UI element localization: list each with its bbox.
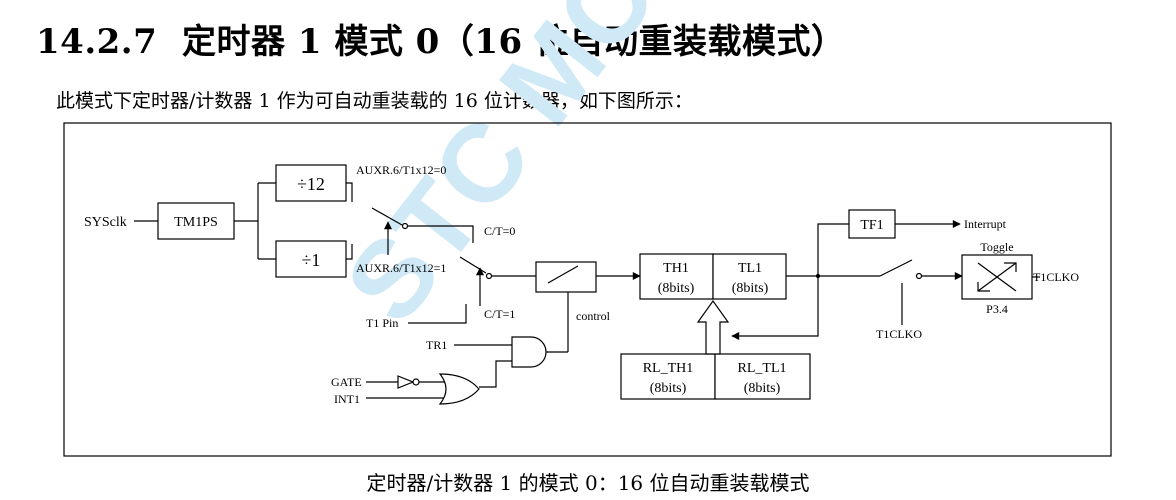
section-title: 定时器 1 模式 0（16 位自动重装载模式）	[182, 22, 846, 62]
div1-label: ÷1	[302, 250, 321, 270]
wire-reload-feedback	[731, 276, 819, 340]
rl-tl1-name: RL_TL1	[738, 361, 787, 376]
reload-arrow	[696, 299, 730, 355]
toggle-cross-2	[977, 262, 1017, 292]
toggle-arrow-1	[1004, 262, 1017, 272]
wire-div1-out	[346, 244, 353, 260]
gate-inverter-bubble	[412, 378, 420, 386]
sysclk-label: SYSclk	[84, 215, 127, 230]
rl-th1-name: RL_TH1	[643, 361, 694, 376]
wire-div12-out	[346, 182, 353, 202]
t1clko-out-label: T1CLKO	[1033, 270, 1079, 284]
tr1-label: TR1	[426, 338, 447, 352]
switch3-contact	[915, 272, 923, 280]
int1-label: INT1	[334, 392, 360, 406]
div1-block	[275, 240, 347, 278]
auxr-t1x12-0-label: AUXR.6/T1x12=0	[356, 163, 446, 177]
interrupt-label: Interrupt	[964, 217, 1007, 231]
switch3-blade	[879, 259, 913, 277]
ct1-label: C/T=1	[484, 307, 515, 321]
toggle-arrow-2	[977, 282, 990, 292]
control-switch-block	[535, 261, 597, 293]
section-number: 14.2.7	[36, 22, 158, 62]
rl-tl1-bits: (8bits)	[744, 381, 781, 396]
toggle-label: Toggle	[980, 240, 1013, 254]
wire-switch1-out	[408, 225, 474, 243]
div12-label: ÷12	[297, 174, 325, 194]
gate-label: GATE	[331, 375, 362, 389]
switch1-blade	[371, 207, 403, 226]
tf1-label: TF1	[860, 218, 883, 233]
tl1-bits: (8bits)	[732, 281, 769, 296]
tl1-block	[712, 253, 787, 300]
tf1-block	[848, 209, 896, 239]
tl1-name: TL1	[738, 261, 762, 276]
th1-name: TH1	[663, 261, 689, 276]
wire-or-to-and	[479, 360, 512, 388]
control-label: control	[576, 309, 611, 323]
or-gate	[438, 373, 480, 405]
t1clko-ctrl-label: T1CLKO	[876, 327, 922, 341]
diagram-frame	[63, 122, 1112, 457]
rl-tl1-block	[714, 353, 811, 400]
switch2-contact	[485, 272, 493, 280]
p34-label: P3.4	[986, 302, 1008, 316]
section-heading: 14.2.7 定时器 1 模式 0（16 位自动重装载模式）	[36, 14, 845, 63]
figure-caption: 定时器/计数器 1 的模式 0：16 位自动重装载模式	[366, 471, 810, 495]
gate-inverter	[397, 375, 415, 389]
intro-text: 此模式下定时器/计数器 1 作为可自动重装载的 16 位计数器，如下图所示：	[56, 90, 693, 112]
th1-bits: (8bits)	[658, 281, 695, 296]
ct0-label: C/T=0	[484, 224, 515, 238]
wire-t1pin	[408, 304, 467, 324]
rl-th1-bits: (8bits)	[650, 381, 687, 396]
wire-to-tf1	[817, 223, 849, 276]
and-gate	[511, 336, 547, 368]
control-switch-blade	[547, 265, 579, 284]
auxr-t1x12-1-label: AUXR.6/T1x12=1	[356, 261, 446, 275]
t1pin-label: T1 Pin	[366, 316, 398, 330]
switch1-contact	[401, 222, 409, 230]
tm1ps-label: TM1PS	[174, 215, 218, 230]
